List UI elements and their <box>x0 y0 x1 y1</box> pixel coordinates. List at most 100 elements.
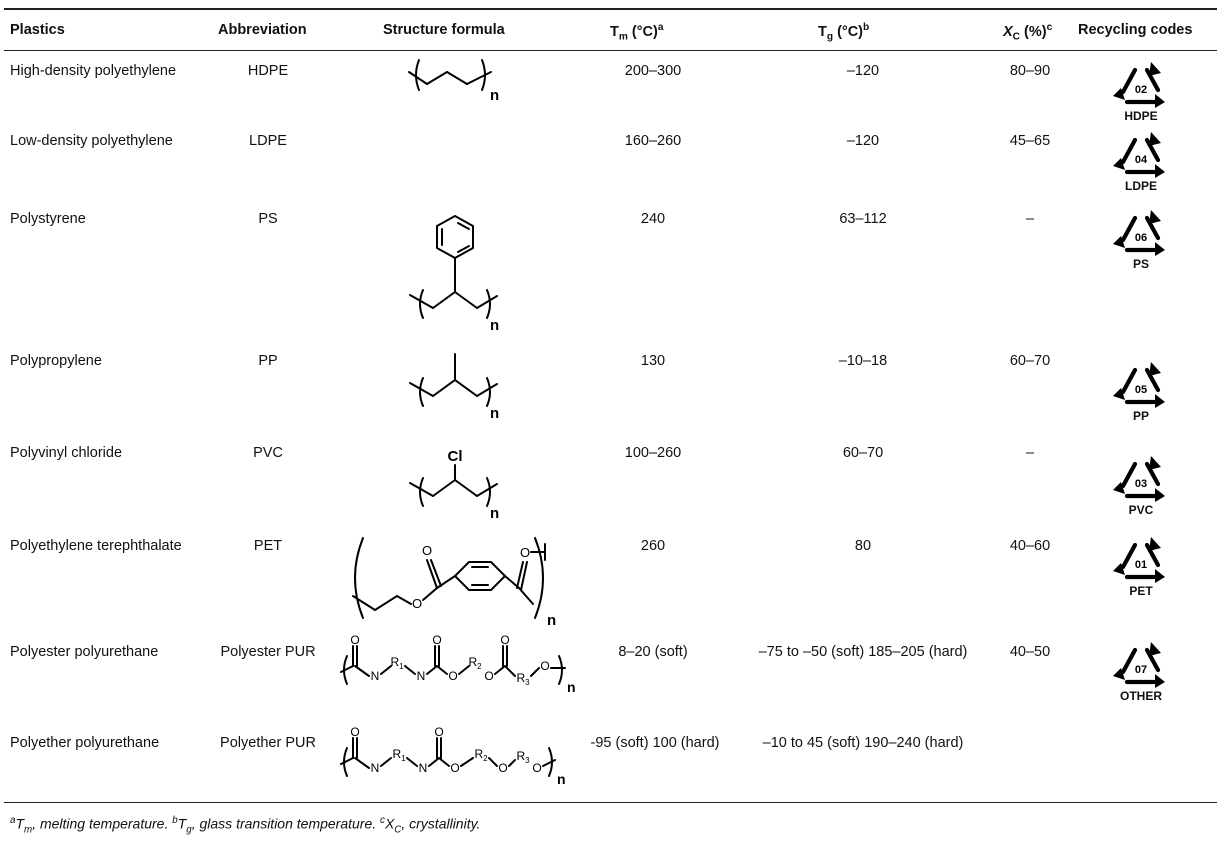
header-tm: Tm (°C)a <box>610 22 664 43</box>
plastic-name: High-density polyethylene <box>10 63 177 79</box>
svg-text:05: 05 <box>1135 384 1147 396</box>
abbreviation: HDPE <box>247 63 289 79</box>
table-footnote: aTm, melting temperature. bTg, glass tra… <box>10 815 481 836</box>
svg-text:n: n <box>490 317 499 334</box>
svg-text:R1: R1 <box>392 747 406 763</box>
abbreviation: LDPE <box>249 133 287 149</box>
hdpe-structure: n <box>405 58 505 108</box>
top-rule <box>4 8 1217 10</box>
melting-temp: 130 <box>640 353 666 369</box>
header-tg: Tg (°C)b <box>818 22 870 43</box>
svg-text:R2: R2 <box>474 747 488 763</box>
plastic-name: Low-density polyethylene <box>10 133 173 149</box>
svg-text:O: O <box>498 761 507 775</box>
svg-text:O: O <box>500 633 509 647</box>
svg-text:R3: R3 <box>516 671 530 687</box>
recycling-code-pet: 01 PET <box>1111 537 1171 598</box>
crystallinity: 40–60 <box>1009 538 1051 554</box>
crystallinity: 40–50 <box>1009 644 1051 660</box>
recycling-code-pp: 05 PP <box>1111 362 1171 423</box>
svg-text:R3: R3 <box>516 749 530 765</box>
polyester-pur-structure: O N R1 N O O R2 O O R3 O n <box>337 633 577 698</box>
header-plastics: Plastics <box>10 22 65 38</box>
recycling-code-other: 07 OTHER <box>1111 642 1171 703</box>
glass-transition-temp: –10 to 45 (soft) 190–240 (hard) <box>762 735 964 751</box>
recycling-triangle-icon: 06 <box>1113 210 1165 256</box>
svg-text:Cl: Cl <box>448 448 463 465</box>
abbreviation: PP <box>258 353 278 369</box>
recycling-code-label: PET <box>1129 584 1153 598</box>
crystallinity: 60–70 <box>1009 353 1051 369</box>
recycling-code-label: PVC <box>1128 503 1154 517</box>
svg-text:06: 06 <box>1135 232 1147 244</box>
abbreviation: Polyether PUR <box>220 735 316 751</box>
abbreviation: Polyester PUR <box>220 644 316 660</box>
melting-temp: 160–260 <box>624 133 682 149</box>
pet-structure: O O O n <box>345 530 560 630</box>
svg-text:04: 04 <box>1135 154 1148 166</box>
recycling-triangle-icon: 01 <box>1113 537 1165 583</box>
crystallinity: – <box>1025 445 1035 461</box>
recycling-code-ps: 06 PS <box>1111 210 1171 271</box>
recycling-triangle-icon: 04 <box>1113 132 1165 178</box>
header-xc: XC (%)c <box>1003 22 1053 43</box>
recycling-code-label: PP <box>1132 409 1149 423</box>
abbreviation: PS <box>258 211 278 227</box>
svg-text:R1: R1 <box>390 655 404 671</box>
svg-text:O: O <box>412 596 422 611</box>
glass-transition-temp: –75 to –50 (soft) 185–205 (hard) <box>758 644 968 660</box>
melting-temp: 100–260 <box>624 445 682 461</box>
svg-text:O: O <box>432 633 441 647</box>
ps-structure: n <box>405 212 505 340</box>
plastic-name: Polyester polyurethane <box>10 644 159 660</box>
svg-text:O: O <box>350 725 359 739</box>
plastic-name: Polyvinyl chloride <box>10 445 123 461</box>
svg-text:R2: R2 <box>468 655 482 671</box>
crystallinity: 80–90 <box>1009 63 1051 79</box>
pvc-structure: Cl n <box>405 444 505 522</box>
svg-text:n: n <box>490 87 499 104</box>
svg-text:O: O <box>448 669 457 683</box>
svg-text:02: 02 <box>1135 84 1147 96</box>
header-rule <box>4 50 1217 51</box>
svg-text:n: n <box>557 771 566 787</box>
svg-text:03: 03 <box>1135 478 1147 490</box>
recycling-code-hdpe: 02 HDPE <box>1111 62 1171 123</box>
melting-temp: 200–300 <box>624 63 682 79</box>
header-abbreviation: Abbreviation <box>218 22 307 38</box>
svg-text:07: 07 <box>1135 664 1147 676</box>
svg-text:n: n <box>490 405 499 422</box>
melting-temp: 260 <box>640 538 666 554</box>
recycling-code-label: OTHER <box>1120 689 1162 703</box>
svg-text:N: N <box>419 761 428 775</box>
glass-transition-temp: 60–70 <box>842 445 884 461</box>
svg-text:n: n <box>567 679 576 695</box>
melting-temp: 240 <box>640 211 666 227</box>
plastic-name: Polystyrene <box>10 211 86 227</box>
recycling-code-pvc: 03 PVC <box>1111 456 1171 517</box>
abbreviation: PET <box>253 538 283 554</box>
recycling-triangle-icon: 02 <box>1113 62 1165 108</box>
svg-text:O: O <box>484 669 493 683</box>
svg-text:N: N <box>417 669 426 683</box>
svg-text:n: n <box>547 612 556 629</box>
svg-text:O: O <box>422 543 432 558</box>
header-structure: Structure formula <box>383 22 505 38</box>
plastic-name: Polyether polyurethane <box>10 735 160 751</box>
header-recycling: Recycling codes <box>1078 22 1193 38</box>
glass-transition-temp: 80 <box>854 538 872 554</box>
recycling-triangle-icon: 03 <box>1113 456 1165 502</box>
svg-text:O: O <box>434 725 443 739</box>
abbreviation: PVC <box>253 445 283 461</box>
recycling-triangle-icon: 05 <box>1113 362 1165 408</box>
crystallinity: 45–65 <box>1009 133 1051 149</box>
recycling-code-label: PS <box>1132 257 1149 271</box>
svg-text:n: n <box>490 505 499 522</box>
melting-temp: 8–20 (soft) <box>618 644 688 660</box>
recycling-triangle-icon: 07 <box>1113 642 1165 688</box>
recycling-code-ldpe: 04 LDPE <box>1111 132 1171 193</box>
recycling-code-label: HDPE <box>1124 109 1158 123</box>
svg-text:O: O <box>450 761 459 775</box>
melting-temp: -95 (soft) 100 (hard) <box>590 735 720 751</box>
glass-transition-temp: 63–112 <box>839 211 887 227</box>
